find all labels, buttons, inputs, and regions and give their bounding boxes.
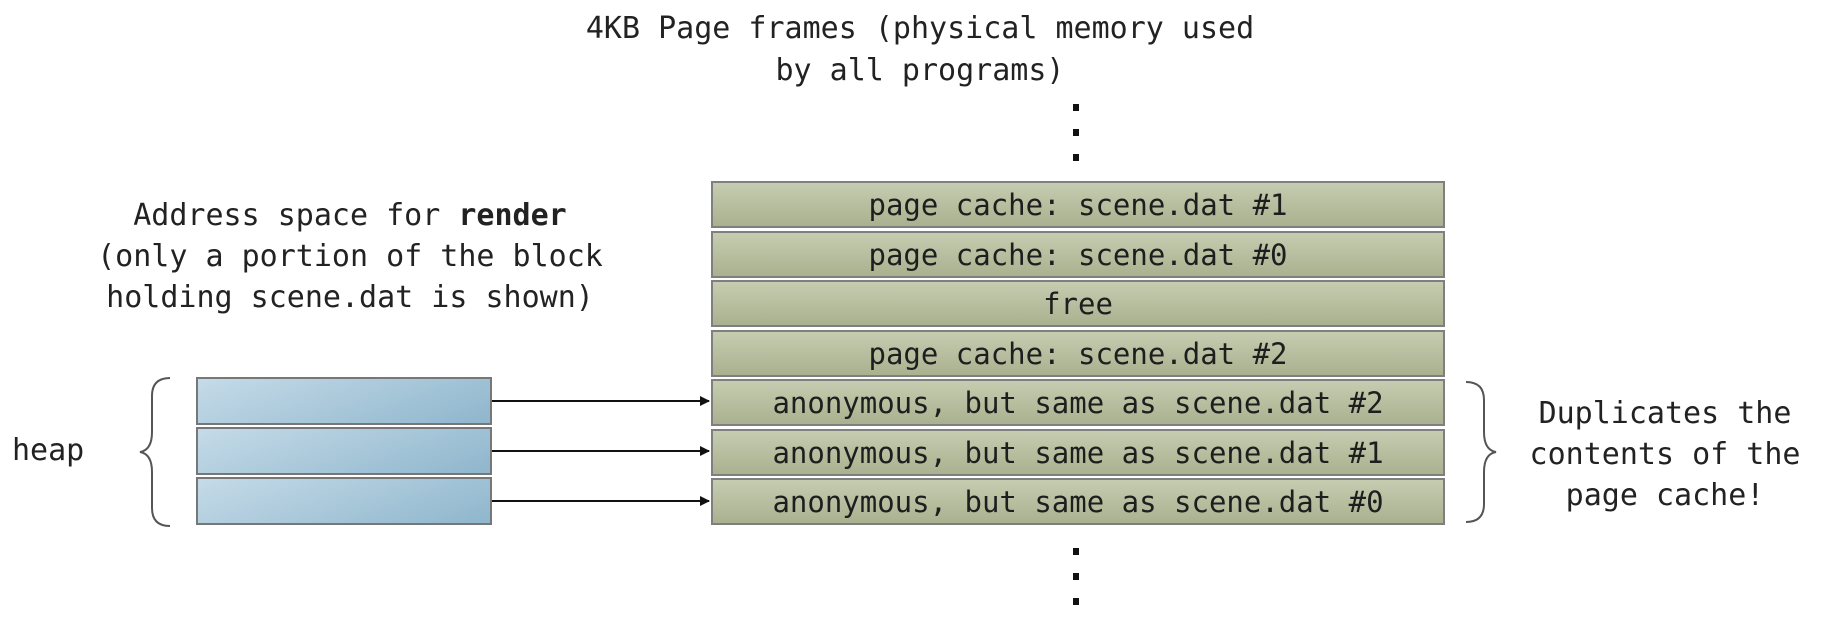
caption-line-2: (only a portion of the block (97, 239, 603, 274)
heap-block (196, 377, 492, 527)
page-frame-3: free (711, 280, 1445, 327)
heap-page-2 (196, 427, 492, 475)
page-frame-7: anonymous, but same as scene.dat #0 (711, 478, 1445, 525)
page-frame-5: anonymous, but same as scene.dat #2 (711, 379, 1445, 426)
page-frame-4: page cache: scene.dat #2 (711, 330, 1445, 377)
page-frame-2: page cache: scene.dat #0 (711, 231, 1445, 278)
duplicates-line-1: Duplicates the (1538, 396, 1792, 431)
heap-page-3 (196, 477, 492, 525)
duplicates-note: Duplicates the contents of the page cach… (1505, 393, 1825, 516)
title-line-2: by all programs) (775, 53, 1065, 88)
page-frame-stack: page cache: scene.dat #1 page cache: sce… (711, 181, 1445, 527)
heap-page-1 (196, 377, 492, 425)
duplicates-line-2: contents of the (1529, 437, 1801, 472)
caption-line-3: holding scene.dat is shown) (106, 280, 594, 315)
title-line-1: 4KB Page frames (physical memory used (585, 11, 1255, 46)
page-frame-1: page cache: scene.dat #1 (711, 181, 1445, 228)
duplicates-brace-icon (1465, 381, 1497, 523)
bottom-ellipsis-icon (1073, 548, 1079, 605)
duplicates-line-3: page cache! (1565, 478, 1765, 513)
address-space-caption: Address space for render (only a portion… (30, 195, 670, 318)
heap-brace-icon (139, 377, 171, 527)
heap-label: heap (12, 433, 85, 468)
page-frame-6: anonymous, but same as scene.dat #1 (711, 429, 1445, 476)
top-ellipsis-icon (1073, 104, 1079, 161)
caption-prefix: Address space for (133, 198, 459, 233)
program-name: render (458, 198, 567, 233)
caption-line-1: Address space for render (30, 195, 670, 236)
page-frames-title: 4KB Page frames (physical memory used by… (560, 8, 1280, 92)
